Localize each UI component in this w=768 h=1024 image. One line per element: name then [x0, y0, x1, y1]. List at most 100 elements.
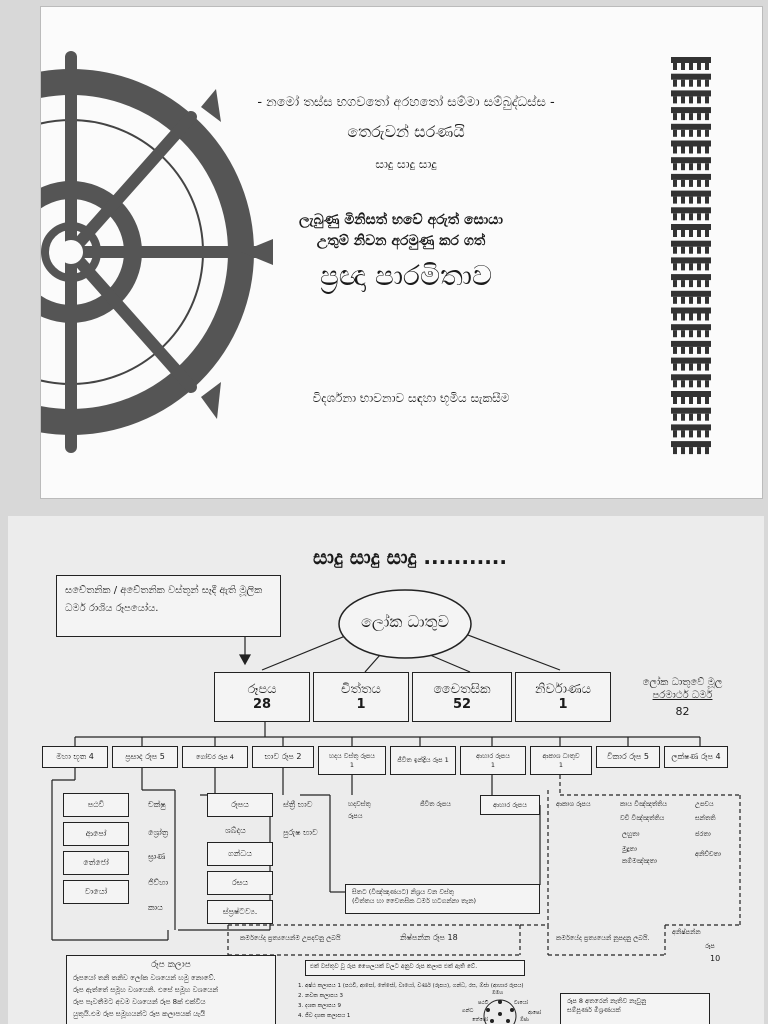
- l2-sub: 1: [559, 761, 563, 770]
- gochara-label: ගන්ධය: [228, 849, 252, 859]
- l2-label: ජීවිත ඉන්ද්‍රිය රූප 1: [393, 756, 453, 765]
- nishpanna-label: නිෂ්පන්න රූප 18: [400, 933, 458, 943]
- l2-label: විකාර රූප 5: [607, 752, 649, 762]
- mahabhuta-label: ආපෝ: [86, 829, 107, 839]
- main-label: රූපය: [247, 682, 276, 697]
- prasada-item: කාය: [148, 903, 163, 913]
- lakshana-item: උපචය: [695, 800, 714, 809]
- kalapa-box: රූප කලාප රූපයෝ තනි තනිව ලෝක වශයෙන් හමු න…: [66, 955, 276, 1024]
- kalapa-title: රූප කලාප: [73, 958, 269, 972]
- mahabhuta-item: වායෝ: [63, 880, 129, 904]
- l2-vikara: විකාර රූප 5: [596, 746, 660, 768]
- gochara-label: ස්ප්‍රෂ්ටව්‍ය.: [223, 907, 258, 917]
- kalapa-line: යුතුයි.එම රූප සමූහයන්ට රූප කලාපයක් යැයි: [73, 1008, 269, 1020]
- gochara-item: ස්ප්‍රෂ්ටව්‍ය.: [207, 900, 273, 924]
- l2-label: ලක්ෂණ රූප 4: [671, 752, 720, 762]
- gochara-label: රූපය: [231, 800, 249, 810]
- mahabhuta-item: පඨවි: [63, 793, 129, 817]
- sita-box: සිතට (විඤ්ඤාණයට) නිශ්‍රය වන වස්තු (චිත්ත…: [345, 884, 540, 914]
- l2-label: ගෝචර රූප 4: [196, 753, 234, 762]
- rupa8-line: සම්පූර්ණ මිශ්‍රණයක්: [567, 1006, 703, 1015]
- gochara-item: ගන්ධය: [207, 842, 273, 866]
- list-num: 3.: [298, 1003, 305, 1009]
- l2-label: හදය වස්තු රූපය: [329, 752, 375, 761]
- anishpanna-sub: රූප: [705, 942, 715, 951]
- chart-heading: සාදු සාදු සාදු ...........: [270, 545, 550, 569]
- bhava-item: පුරුෂ භාව: [283, 828, 318, 838]
- diagram-label: ඕජා: [520, 1017, 529, 1023]
- gochara-item: රූපය: [207, 793, 273, 817]
- list-item: නවක කලාපය 3: [305, 993, 343, 999]
- sita-line: (චිත්තය හා චෛතසික ධර්ම හටගන්නා තැන): [352, 897, 533, 906]
- vikara-item: වචී විඤ්ඤත්තිය: [620, 814, 664, 823]
- l2-lakshana: ලක්ෂණ රූප 4: [664, 746, 728, 768]
- main-label: චෛතසික: [433, 682, 490, 697]
- list-num: 2.: [298, 993, 305, 999]
- list-num: 4.: [298, 1013, 305, 1019]
- rupa8-line: රූප 8 අතරෙන් නැතිව නැවුනු: [567, 997, 703, 1006]
- l2-label: භාව රූප 2: [265, 752, 302, 762]
- l2-label: ආකාශ ධාතුව: [542, 752, 579, 761]
- diagram-label: තේජෝ: [472, 1017, 488, 1023]
- vikara-item: කාය විඤ්ඤත්තිය: [620, 800, 667, 809]
- l2-bhava: භාව රූප 2: [252, 746, 314, 768]
- mahabhuta-label: වායෝ: [85, 887, 107, 897]
- diagram-label: ඔමහ: [492, 990, 503, 996]
- l2-sub: 1: [491, 761, 495, 770]
- diagram-label: පඨවි: [478, 1000, 488, 1006]
- vikara-item: ලහුතා: [622, 830, 640, 839]
- prasada-item: චක්ෂු: [148, 800, 166, 810]
- main-box-chitta: චිත්තය 1: [313, 672, 409, 722]
- l2-prasada: ප්‍රසාද රූප 5: [112, 746, 178, 768]
- l2-ahara: ආහාර රූපය1: [460, 746, 526, 775]
- gochara-item: රසය: [207, 871, 273, 895]
- bhava-item: ස්ත්‍රී භාව: [283, 800, 312, 810]
- side-note-value: 82: [625, 705, 740, 718]
- diagram-label: ගන්ධ: [462, 1008, 473, 1014]
- l2-jivita: ජීවිත ඉන්ද්‍රිය රූප 1: [390, 746, 456, 775]
- main-value: 1: [356, 697, 365, 712]
- l2-sub: 1: [350, 761, 354, 770]
- list-item: ජීව දශක කලාපය 1: [305, 1013, 350, 1019]
- prasada-item: ශ්‍රෝත්‍ර: [148, 828, 168, 838]
- main-box-rupa: රූපය 28: [214, 672, 310, 722]
- prasada-item: ඝ්‍රාණ: [148, 852, 165, 862]
- side-note-line2: පරමාර්ථ ධර්ම: [625, 690, 740, 701]
- root-label: ලෝක ධාතුව: [340, 612, 470, 632]
- sita-line: සිතට (විඤ්ඤාණයට) නිශ්‍රය වන වස්තු: [352, 888, 533, 897]
- akasha-text: ආකාශ රූපය: [556, 800, 591, 809]
- lakshana-item: සන්තති: [695, 814, 716, 823]
- hadaya-text: රූපය: [348, 812, 363, 821]
- list-header-box: එක් වස්තුව වූ රූප ශෛලයක් වලට අනුව රූප කල…: [305, 960, 525, 976]
- vikara-item: කම්මඤ්ඤතා: [622, 857, 657, 866]
- main-box-nirvana: නිර්වාණය 1: [515, 672, 611, 722]
- vikara-item: මුදුතා: [622, 845, 637, 854]
- list-header: එක් වස්තුව වූ රූප ශෛලයක් වලට අනුව රූප කල…: [310, 963, 477, 970]
- side-note-line1: ලෝක ධාතුවේ මූල: [625, 677, 740, 688]
- lakshana-item: අනිච්චතා: [695, 850, 721, 859]
- rupa8-box: රූප 8 අතරෙන් නැතිව නැවුනු සම්පූර්ණ මිශ්‍…: [560, 993, 710, 1024]
- mahabhuta-label: තේජෝ: [83, 858, 108, 868]
- l2-label: ප්‍රසාද රූප 5: [125, 752, 165, 762]
- gochara-item: ශබ්දය: [225, 826, 246, 836]
- lakshana-item: ජරතා: [695, 830, 711, 839]
- kalapa-line: රූපයෝ තනි තනිව ලෝක වශයෙන් හමු නොවේ.: [73, 972, 269, 984]
- l2-mahabhuta: මහා භූත 4: [42, 746, 108, 768]
- main-value: 28: [253, 697, 271, 712]
- list-item: දශක කලාපය 9: [305, 1003, 341, 1009]
- main-label: චිත්තය: [341, 682, 381, 697]
- prasada-item: ජිව්හා: [148, 878, 168, 888]
- karma-note-2: කර්මයේද ප්‍රත්‍යයෙන් නූපදනු ලබයි.: [556, 934, 650, 943]
- ahara-box: ආහාර රූපය: [480, 795, 540, 815]
- anishpanna-label: අනිෂ්පන්න: [672, 928, 701, 937]
- l2-gochara: ගෝචර රූප 4: [182, 746, 248, 768]
- main-value: 52: [453, 697, 471, 712]
- diagram-label: වායෝ: [514, 1000, 528, 1006]
- kalapa-line: රූප ඇත්තේ සමූහ වශයෙනි. එසේ සමූහ වශයෙන්: [73, 984, 269, 996]
- anishpanna-value: 10: [710, 954, 720, 964]
- intro-text: සචේතනික / අචේතනික වස්තූන් සෑදී ඇති මූලික…: [65, 585, 262, 614]
- l2-hadaya: හදය වස්තු රූපය1: [318, 746, 386, 775]
- kalapa-line: රූප පැවතීමට අවම වශයෙන් රූප 8ක් එක්විය: [73, 996, 269, 1008]
- main-value: 1: [558, 697, 567, 712]
